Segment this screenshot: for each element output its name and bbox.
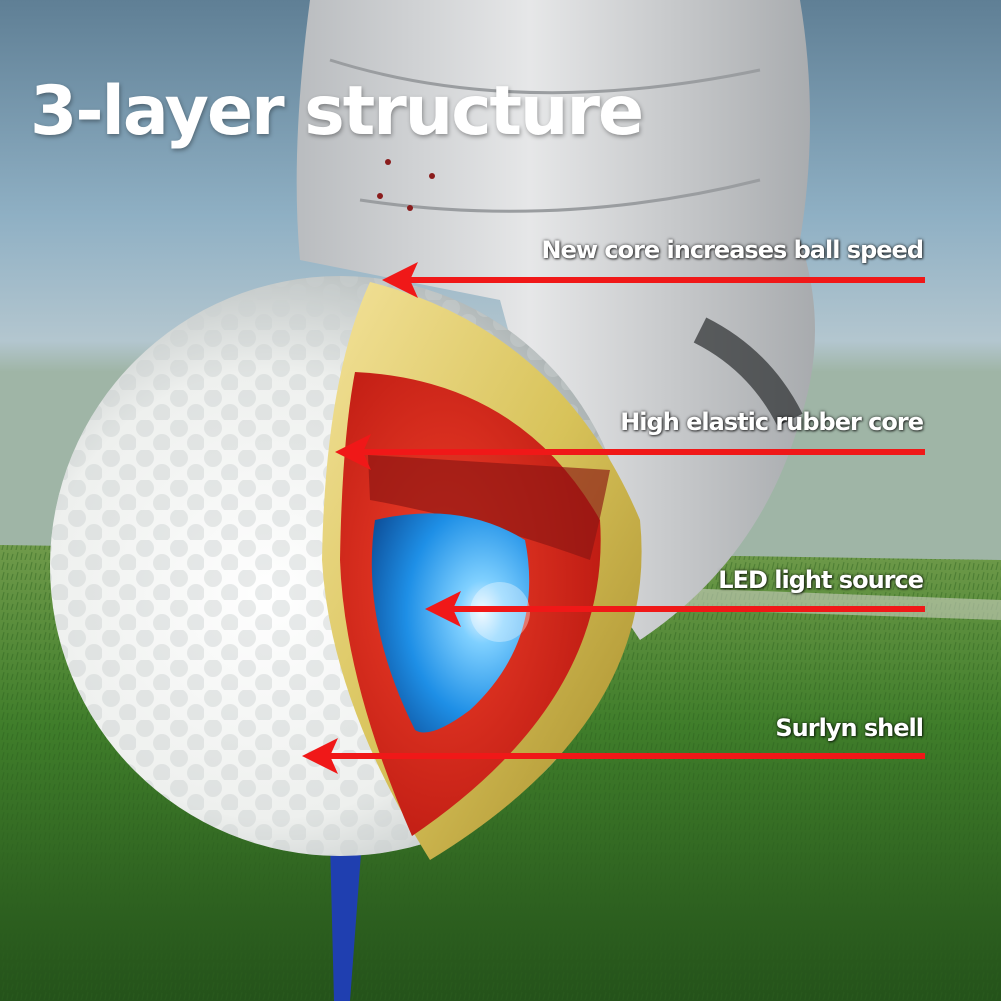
callout-label-led-light: LED light source	[718, 566, 924, 594]
golf-tee	[330, 840, 362, 1001]
arrow-head-led	[425, 591, 461, 627]
golf-ball	[50, 276, 642, 860]
callout-arrows	[302, 262, 925, 774]
page-title: 3-layer structure	[30, 72, 644, 151]
arrow-head-speed	[382, 262, 418, 298]
glove	[296, 0, 816, 640]
led-core	[371, 513, 530, 733]
arrow-head-rubber	[335, 434, 371, 470]
callout-label-surlyn-shell: Surlyn shell	[775, 714, 924, 742]
callout-label-rubber-core: High elastic rubber core	[620, 408, 924, 436]
callout-label-ball-speed: New core increases ball speed	[541, 236, 924, 264]
arrow-head-shell	[302, 738, 338, 774]
